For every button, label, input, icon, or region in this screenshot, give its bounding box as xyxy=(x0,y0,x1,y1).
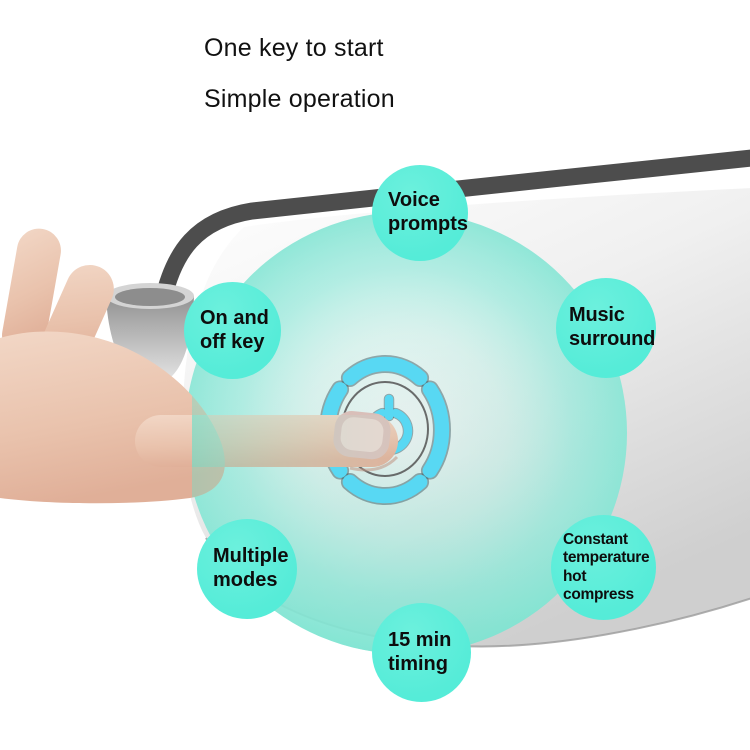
feature-bubble-on-off-key: On and off key xyxy=(184,282,281,379)
headline-line-2: Simple operation xyxy=(204,85,395,113)
feature-bubble-voice-prompts: Voice prompts xyxy=(372,165,468,261)
headline: One key to start Simple operation xyxy=(204,34,395,114)
feature-bubble-multiple-modes: Multiple modes xyxy=(197,519,297,619)
feature-label: Voice prompts xyxy=(388,189,468,235)
feature-bubble-music-surround: Music surround xyxy=(556,278,656,378)
feature-label: On and off key xyxy=(200,306,269,353)
curled-finger xyxy=(2,228,61,358)
feature-label: Constant temperature hot compress xyxy=(563,530,650,603)
feature-label: Music surround xyxy=(569,304,656,350)
feature-label: 15 min timing xyxy=(388,628,452,675)
fingertip-shadow xyxy=(349,455,399,472)
feature-label: Multiple modes xyxy=(213,545,289,591)
feature-bubble-15-min-timing: 15 min timing xyxy=(372,603,471,702)
headline-line-1: One key to start xyxy=(204,34,384,62)
head-strap xyxy=(154,149,750,309)
glow-tint-on-finger xyxy=(192,395,398,498)
feature-bubble-constant-temperature: Constant temperature hot compress xyxy=(551,515,656,620)
